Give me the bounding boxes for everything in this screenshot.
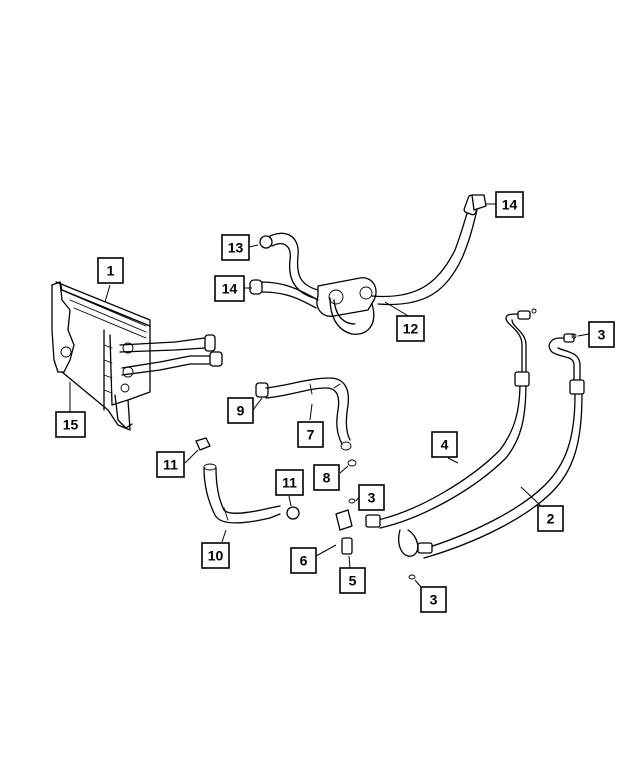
callout-label: 3 bbox=[430, 592, 438, 608]
callout-8: 8 bbox=[313, 464, 340, 491]
callout-label: 10 bbox=[208, 548, 224, 564]
callout-label: 14 bbox=[222, 281, 238, 297]
callout-label: 5 bbox=[349, 573, 357, 589]
callout-label: 7 bbox=[307, 427, 315, 443]
callout-3-right: 3 bbox=[588, 321, 615, 348]
callout-11-right: 11 bbox=[275, 469, 304, 496]
callout-3-middle: 3 bbox=[358, 484, 385, 511]
upper-hose-assembly bbox=[249, 194, 487, 335]
callout-label: 2 bbox=[547, 511, 555, 527]
callout-label: 8 bbox=[323, 470, 331, 486]
leader-lines bbox=[69, 203, 590, 588]
callout-6: 6 bbox=[290, 547, 317, 574]
callout-label: 6 bbox=[300, 553, 308, 569]
callout-7: 7 bbox=[297, 421, 324, 448]
callout-14-top: 14 bbox=[495, 191, 524, 218]
callout-9: 9 bbox=[227, 397, 254, 424]
callout-label: 4 bbox=[441, 437, 449, 453]
pressure-lines-part bbox=[335, 308, 585, 580]
lower-hose-part bbox=[195, 437, 300, 524]
callout-4: 4 bbox=[431, 431, 458, 458]
callout-label: 13 bbox=[228, 240, 244, 256]
callout-label: 11 bbox=[282, 475, 297, 491]
callout-11-left: 11 bbox=[156, 451, 185, 478]
middle-hose-part bbox=[255, 377, 357, 467]
callout-label: 3 bbox=[598, 327, 606, 343]
callout-1: 1 bbox=[97, 257, 124, 284]
callout-15: 15 bbox=[55, 411, 86, 438]
heater-core-part bbox=[51, 281, 223, 431]
callout-2: 2 bbox=[537, 505, 564, 532]
callout-label: 3 bbox=[368, 490, 376, 506]
callout-label: 9 bbox=[237, 403, 245, 419]
callout-10: 10 bbox=[201, 542, 230, 569]
callout-label: 1 bbox=[107, 263, 115, 279]
callout-12: 12 bbox=[396, 315, 425, 342]
callout-label: 12 bbox=[403, 321, 419, 337]
callout-label: 11 bbox=[163, 457, 178, 473]
callout-13: 13 bbox=[221, 234, 250, 261]
callout-3-bottom: 3 bbox=[420, 586, 447, 613]
callout-5: 5 bbox=[339, 567, 366, 594]
callout-14-left: 14 bbox=[214, 275, 245, 302]
callout-label: 14 bbox=[502, 197, 518, 213]
callout-label: 15 bbox=[63, 417, 79, 433]
